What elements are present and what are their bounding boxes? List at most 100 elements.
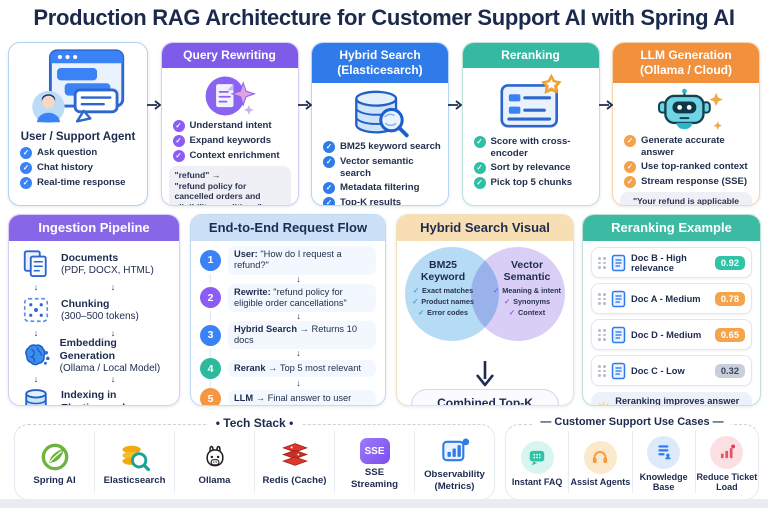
step-lead: Rerank xyxy=(234,363,266,374)
feature-list: Generate accurate answer Use top-ranked … xyxy=(620,135,752,188)
venn-item: ✓ Meaning & intent xyxy=(493,286,561,296)
document-sparkle-icon xyxy=(169,72,291,120)
flow-step-text: LLM → Final answer to user xyxy=(228,390,376,405)
example-query: "refund" → xyxy=(174,170,221,180)
doc-label: Doc B - High relevance xyxy=(631,252,687,273)
list-item: Expand keywords xyxy=(172,135,291,147)
tech-item-spring-ai: Spring AI xyxy=(15,431,95,493)
bottom-margin-strip xyxy=(0,499,768,508)
step-number-badge: 2 xyxy=(200,287,221,309)
tech-item-elasticsearch: Elasticsearch xyxy=(95,431,175,493)
doc-icon xyxy=(611,254,626,271)
list-item: Real-time response xyxy=(20,177,140,189)
list-item-label: Pick top 5 chunks xyxy=(490,177,573,188)
tech-item-label: Elasticsearch xyxy=(103,474,166,486)
reranking-tip: Reranking improves answer quality by 30–… xyxy=(591,392,752,406)
step-number-badge: 1 xyxy=(200,249,221,271)
drag-handle-icon xyxy=(598,257,606,269)
headset-icon xyxy=(583,440,617,474)
use-case-assist-agents: Assist Agents xyxy=(569,431,633,493)
ingestion-step: Chunking (300–500 tokens) xyxy=(17,292,171,328)
check-icon xyxy=(473,136,486,148)
step-title: Documents xyxy=(61,251,119,264)
flow-step-text: Hybrid Search → Returns 10 docs xyxy=(228,320,376,350)
list-item-label: Metadata filtering xyxy=(340,182,420,193)
down-arrows: ↓↓ xyxy=(33,327,116,338)
ingestion-step: Documents (PDF, DOCX, HTML) xyxy=(17,246,171,282)
chunking-icon xyxy=(17,295,55,325)
flow-step-text: User: "How do I request a refund?" xyxy=(228,246,376,275)
tech-item-label: Spring AI xyxy=(33,474,76,486)
flow-step-text: Rewrite: "refund policy for eligible ord… xyxy=(228,283,376,312)
step-number-badge: 3 xyxy=(200,324,221,346)
card-header: LLM Generation (Ollama / Cloud) xyxy=(613,43,759,83)
use-cases-title: — Customer Support Use Cases — xyxy=(532,416,732,428)
use-cases-section: — Customer Support Use Cases — Instant F… xyxy=(505,416,759,500)
step-rest: → Returns 10 docs xyxy=(234,323,357,346)
step-rest: → Final answer to user xyxy=(253,393,352,404)
venn-item-label: Meaning & intent xyxy=(502,286,561,296)
venn-item: ✓ Context xyxy=(508,307,546,317)
tech-item-sse: SSE SSE Streaming xyxy=(335,431,415,493)
card-header: Ingestion Pipeline xyxy=(9,215,179,242)
list-item-label: Ask question xyxy=(37,147,98,158)
vector-circle xyxy=(471,247,565,342)
down-arrows: ↓↓ xyxy=(33,373,116,384)
drag-handle-icon xyxy=(598,329,606,341)
sse-icon: SSE xyxy=(359,438,390,465)
check-icon xyxy=(624,176,636,188)
down-arrow-icon xyxy=(403,361,567,387)
flow-arrow-icon xyxy=(297,42,312,206)
llm-answer-box: "Your refund is applicable within 7 days… xyxy=(620,192,752,205)
step-number-badge: 5 xyxy=(200,388,221,405)
tech-stack-section: • Tech Stack • Spring AI Elastic xyxy=(14,416,495,500)
step-rest: "How do I request a refund?" xyxy=(234,249,342,271)
check-icon xyxy=(172,120,185,132)
list-item-label: Real-time response xyxy=(37,177,126,188)
tech-stack-title: • Tech Stack • xyxy=(207,416,302,430)
chat-window-icon xyxy=(16,47,140,129)
check-icon xyxy=(473,177,486,189)
page-title: Production RAG Architecture for Customer… xyxy=(33,5,735,30)
tech-item-label: Observability (Metrics) xyxy=(424,469,485,492)
step-lead: Hybrid Search xyxy=(234,323,298,334)
flow-connector: │↓ xyxy=(208,348,301,359)
venn-item: ✓ Error codes xyxy=(417,307,469,317)
use-case-label: Instant FAQ xyxy=(511,476,563,487)
step-lead: Rewrite: xyxy=(234,286,271,297)
step-lead: User: xyxy=(234,249,258,260)
list-item-label: Understand intent xyxy=(189,120,272,131)
tip-text: Reranking improves answer quality by 30–… xyxy=(615,396,740,406)
doc-label: Doc A - Medium xyxy=(631,293,701,304)
check-icon xyxy=(473,162,486,174)
doc-icon xyxy=(611,362,626,379)
score-badge: 0.92 xyxy=(714,255,745,270)
feature-list: Ask question Chat history Real-time resp… xyxy=(16,147,140,189)
list-item-label: Stream response (SSE) xyxy=(641,176,748,187)
list-item-label: BM25 keyword search xyxy=(340,141,441,152)
check-icon xyxy=(624,161,636,173)
request-flow-card: End-to-End Request Flow 1 User: "How do … xyxy=(190,214,386,406)
card-header: Query Rewriting xyxy=(161,43,298,68)
ollama-llama-icon xyxy=(205,445,224,467)
step-subtitle: (Ollama / Local Model) xyxy=(59,363,161,375)
doc-label: Doc C - Low xyxy=(631,365,685,376)
card-header: Hybrid Search (Elasticesarch) xyxy=(312,43,448,83)
list-item: Metadata filtering xyxy=(323,182,441,194)
check-icon xyxy=(172,150,185,162)
step-rest: "refund policy for eligible order cancel… xyxy=(234,286,347,308)
spring-leaf-icon xyxy=(41,443,68,471)
list-item: Use top-ranked context xyxy=(624,161,752,173)
rewrite-example-box: "refund" → "refund policy for cancelled … xyxy=(168,166,291,205)
venn-item: ✓ Exact matches xyxy=(412,286,474,296)
flow-connector: │↓ xyxy=(208,378,301,389)
doc-icon xyxy=(611,290,626,307)
card-header-line1: LLM Generation xyxy=(640,48,732,62)
use-case-label: Assist Agents xyxy=(570,476,631,487)
step-title: Indexing in Elasticsearch xyxy=(61,389,129,405)
card-header: End-to-End Request Flow xyxy=(191,215,385,242)
metrics-icon xyxy=(441,438,469,462)
list-item: Vector semantic search xyxy=(323,156,441,179)
example-rewritten-query: "refund policy for cancelled orders and … xyxy=(174,180,262,205)
step-number-badge: 4 xyxy=(200,358,221,380)
